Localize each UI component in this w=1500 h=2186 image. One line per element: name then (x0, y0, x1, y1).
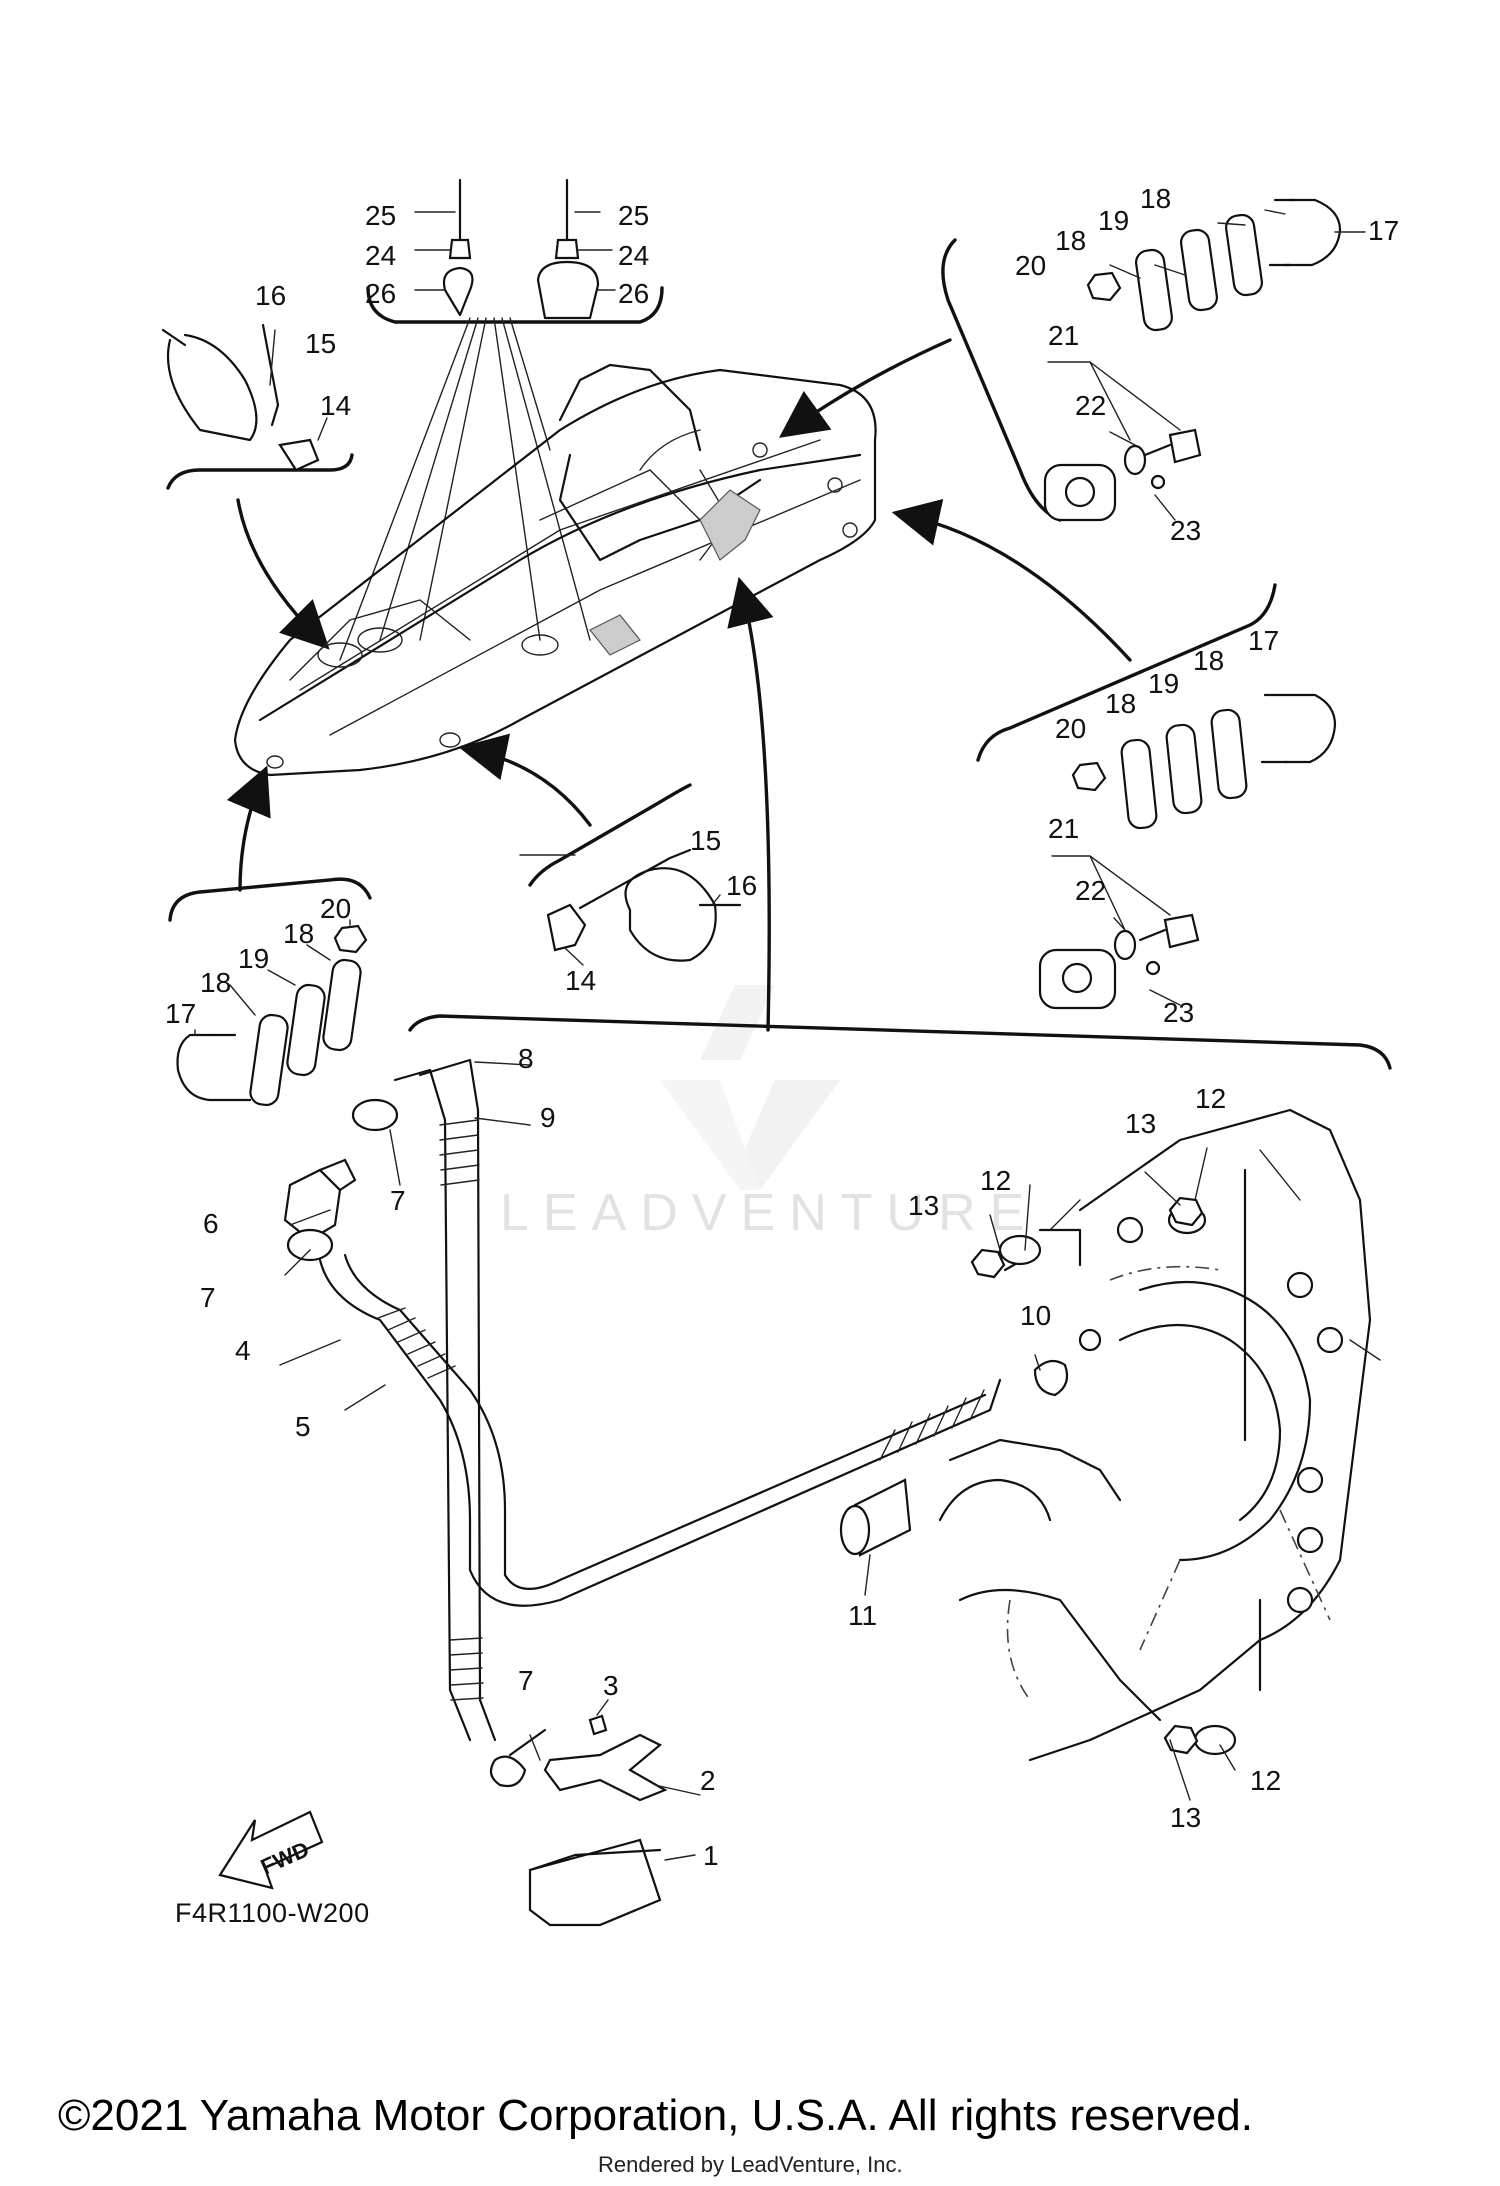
callout-16: 16 (726, 870, 757, 901)
callout-16: 16 (255, 280, 286, 311)
callout-11: 11 (848, 1600, 877, 1631)
callout-19: 19 (1148, 668, 1179, 699)
callout-14: 14 (320, 390, 351, 421)
jet-pump-housing (938, 1108, 1381, 1762)
watermark-text: LEADVENTURE (500, 1184, 1038, 1242)
callout-13: 13 (908, 1190, 939, 1221)
callout-3: 3 (603, 1670, 619, 1701)
reference-arrows (226, 317, 1132, 1032)
group-brackets (166, 238, 1392, 1070)
top-right-fastener-parts (1043, 198, 1342, 522)
callout-17: 17 (1368, 215, 1399, 246)
callout-15: 15 (690, 825, 721, 856)
callout-20: 20 (320, 893, 351, 924)
callout-21: 21 (1048, 320, 1079, 351)
callout-6: 6 (203, 1208, 219, 1239)
callout-18: 18 (1055, 225, 1086, 256)
callout-12: 12 (980, 1165, 1011, 1196)
callout-10: 10 (1020, 1300, 1051, 1331)
rendered-by-credit: Rendered by LeadVenture, Inc. (598, 2152, 903, 2177)
callout-26: 26 (618, 278, 649, 309)
callout-1: 1 (703, 1840, 719, 1871)
callout-13: 13 (1125, 1108, 1156, 1139)
callout-19: 19 (1098, 205, 1129, 236)
callout-20: 20 (1055, 713, 1086, 744)
top-left-clip-parts (161, 323, 320, 472)
callout-20: 20 (1015, 250, 1046, 281)
callout-22: 22 (1075, 875, 1106, 906)
callout-18: 18 (200, 967, 231, 998)
callout-8: 8 (518, 1043, 534, 1074)
callout-18: 18 (1105, 688, 1136, 719)
callout-5: 5 (295, 1411, 311, 1442)
callout-24: 24 (365, 240, 396, 271)
callout-12: 12 (1250, 1765, 1281, 1796)
callout-25: 25 (365, 200, 396, 231)
leadventure-watermark-logo (660, 985, 840, 1190)
mid-clip-parts (546, 848, 742, 962)
copyright-notice: ©2021 Yamaha Motor Corporation, U.S.A. A… (58, 2091, 1253, 2140)
callout-numbers: 1 2 3 4 5 6 7 7 7 8 9 10 11 12 12 12 13 … (165, 183, 1399, 1871)
diagram-code: F4R1100-W200 (175, 1898, 370, 1928)
callout-23: 23 (1170, 515, 1201, 546)
callout-14: 14 (565, 965, 596, 996)
callout-23: 23 (1163, 997, 1194, 1028)
forward-direction-arrow: FWD (218, 1810, 324, 1890)
callout-7: 7 (390, 1185, 406, 1216)
callout-17: 17 (1248, 625, 1279, 656)
callout-22: 22 (1075, 390, 1106, 421)
left-fastener-parts (176, 924, 368, 1107)
callout-12: 12 (1195, 1083, 1226, 1114)
callout-7: 7 (200, 1282, 216, 1313)
callout-7: 7 (518, 1665, 534, 1696)
callout-15: 15 (305, 328, 336, 359)
callout-13: 13 (1170, 1802, 1201, 1833)
hoses-and-fittings (283, 1058, 1069, 1927)
callout-24: 24 (618, 240, 649, 271)
callout-26: 26 (365, 278, 396, 309)
callout-9: 9 (540, 1102, 556, 1133)
callout-4: 4 (235, 1335, 251, 1366)
top-clamp-parts (442, 178, 600, 320)
callout-18: 18 (1193, 645, 1224, 676)
callout-19: 19 (238, 943, 269, 974)
callout-21: 21 (1048, 813, 1079, 844)
callout-2: 2 (700, 1765, 716, 1796)
leader-lines (194, 209, 1366, 1861)
callout-17: 17 (165, 998, 196, 1029)
callout-18: 18 (283, 918, 314, 949)
watercraft-hull (233, 363, 877, 777)
callout-25: 25 (618, 200, 649, 231)
right-middle-fastener-parts (1038, 693, 1337, 1010)
callout-18: 18 (1140, 183, 1171, 214)
